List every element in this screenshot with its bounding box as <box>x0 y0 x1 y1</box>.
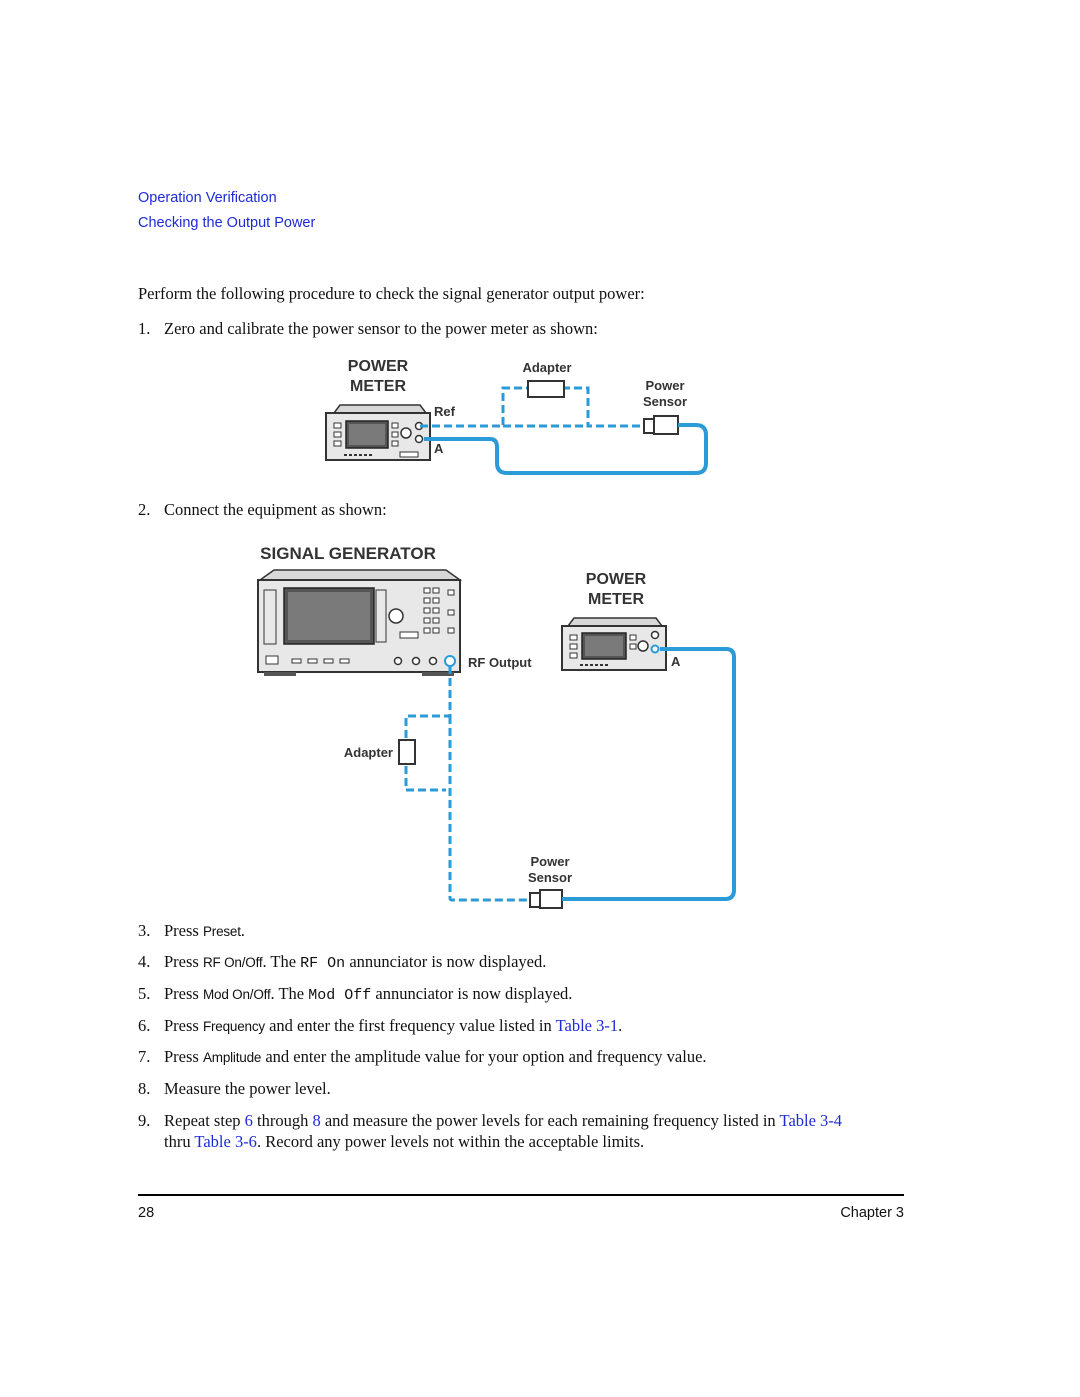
step-text: Repeat step 6 through 8 and measure the … <box>164 1111 843 1151</box>
power-meter-calibration-figure: POWER METER Ref A Adapter Power Sensor <box>325 358 708 475</box>
rf-on-annunciator: RF On <box>300 955 346 972</box>
step-number: 5. <box>138 984 151 1003</box>
a-port-label: A <box>671 654 681 669</box>
table-3-1-link[interactable]: Table 3-1 <box>555 1016 619 1035</box>
page-number: 28 <box>138 1205 155 1221</box>
step-text: Connect the equipment as shown: <box>164 500 387 519</box>
preset-key: Preset <box>202 924 241 939</box>
a-port-label: A <box>434 441 444 456</box>
power-sensor-label-line2: Sensor <box>643 394 687 409</box>
frequency-key: Frequency <box>202 1019 265 1034</box>
power-sensor-icon <box>643 415 679 435</box>
power-sensor-label-line1: Power <box>530 854 569 869</box>
step-number: 6. <box>138 1016 151 1035</box>
power-meter-label-line1: POWER <box>348 358 409 375</box>
step-text: Press Preset. <box>164 921 245 940</box>
power-meter-label-line1: POWER <box>586 571 647 588</box>
signal-generator-label: SIGNAL GENERATOR <box>260 544 436 563</box>
power-meter-icon <box>325 404 431 461</box>
step-number: 3. <box>138 921 151 940</box>
section-heading[interactable]: Operation Verification <box>138 190 277 206</box>
step-text: Press Amplitude and enter the amplitude … <box>164 1047 707 1066</box>
power-meter-icon <box>561 617 667 671</box>
step-number: 7. <box>138 1047 151 1066</box>
chapter-label: Chapter 3 <box>840 1205 904 1221</box>
power-meter-label-line2: METER <box>350 378 406 395</box>
step-number: 1. <box>138 319 151 338</box>
step-text: Measure the power level. <box>164 1079 331 1098</box>
mod-off-annunciator: Mod Off <box>308 987 372 1004</box>
equipment-connection-figure: SIGNAL GENERATOR RF Output POWER METE <box>257 544 736 909</box>
power-sensor-label-line2: Sensor <box>528 870 572 885</box>
step-number: 4. <box>138 952 151 971</box>
adapter-label: Adapter <box>344 745 393 760</box>
table-3-4-link[interactable]: Table 3-4 <box>779 1111 843 1130</box>
rf-output-label: RF Output <box>468 655 532 670</box>
amplitude-key: Amplitude <box>202 1050 262 1065</box>
step-9: 9. Repeat step 6 through 8 and measure t… <box>138 1110 918 1154</box>
rf-on-off-key: RF On/Off <box>202 955 263 970</box>
power-sensor-icon <box>529 889 563 909</box>
footer-rule <box>138 1194 904 1196</box>
table-3-6-link[interactable]: Table 3-6 <box>194 1132 257 1151</box>
sensor-cable <box>562 647 736 901</box>
step-number: 9. <box>138 1111 151 1130</box>
step-text: Zero and calibrate the power sensor to t… <box>164 319 598 338</box>
adapter-icon <box>527 380 565 398</box>
subsection-heading[interactable]: Checking the Output Power <box>138 215 316 231</box>
power-meter-label-line2: METER <box>588 591 644 608</box>
mod-on-off-key: Mod On/Off <box>202 987 271 1002</box>
sensor-cable <box>424 423 708 475</box>
adapter-icon <box>398 739 416 765</box>
adapter-label: Adapter <box>522 360 571 375</box>
step-text: Press Mod On/Off. The Mod Off annunciato… <box>164 984 573 1004</box>
step-6-link[interactable]: 6 <box>244 1111 253 1130</box>
step-text: Press RF On/Off. The RF On annunciator i… <box>164 952 547 972</box>
power-sensor-label-line1: Power <box>645 378 684 393</box>
step-text: Press Frequency and enter the first freq… <box>164 1016 623 1035</box>
signal-generator-icon <box>257 569 463 676</box>
intro-paragraph: Perform the following procedure to check… <box>138 284 645 303</box>
step-number: 8. <box>138 1079 151 1098</box>
step-8-link[interactable]: 8 <box>312 1111 321 1130</box>
step-number: 2. <box>138 500 151 519</box>
ref-port-label: Ref <box>434 404 456 419</box>
